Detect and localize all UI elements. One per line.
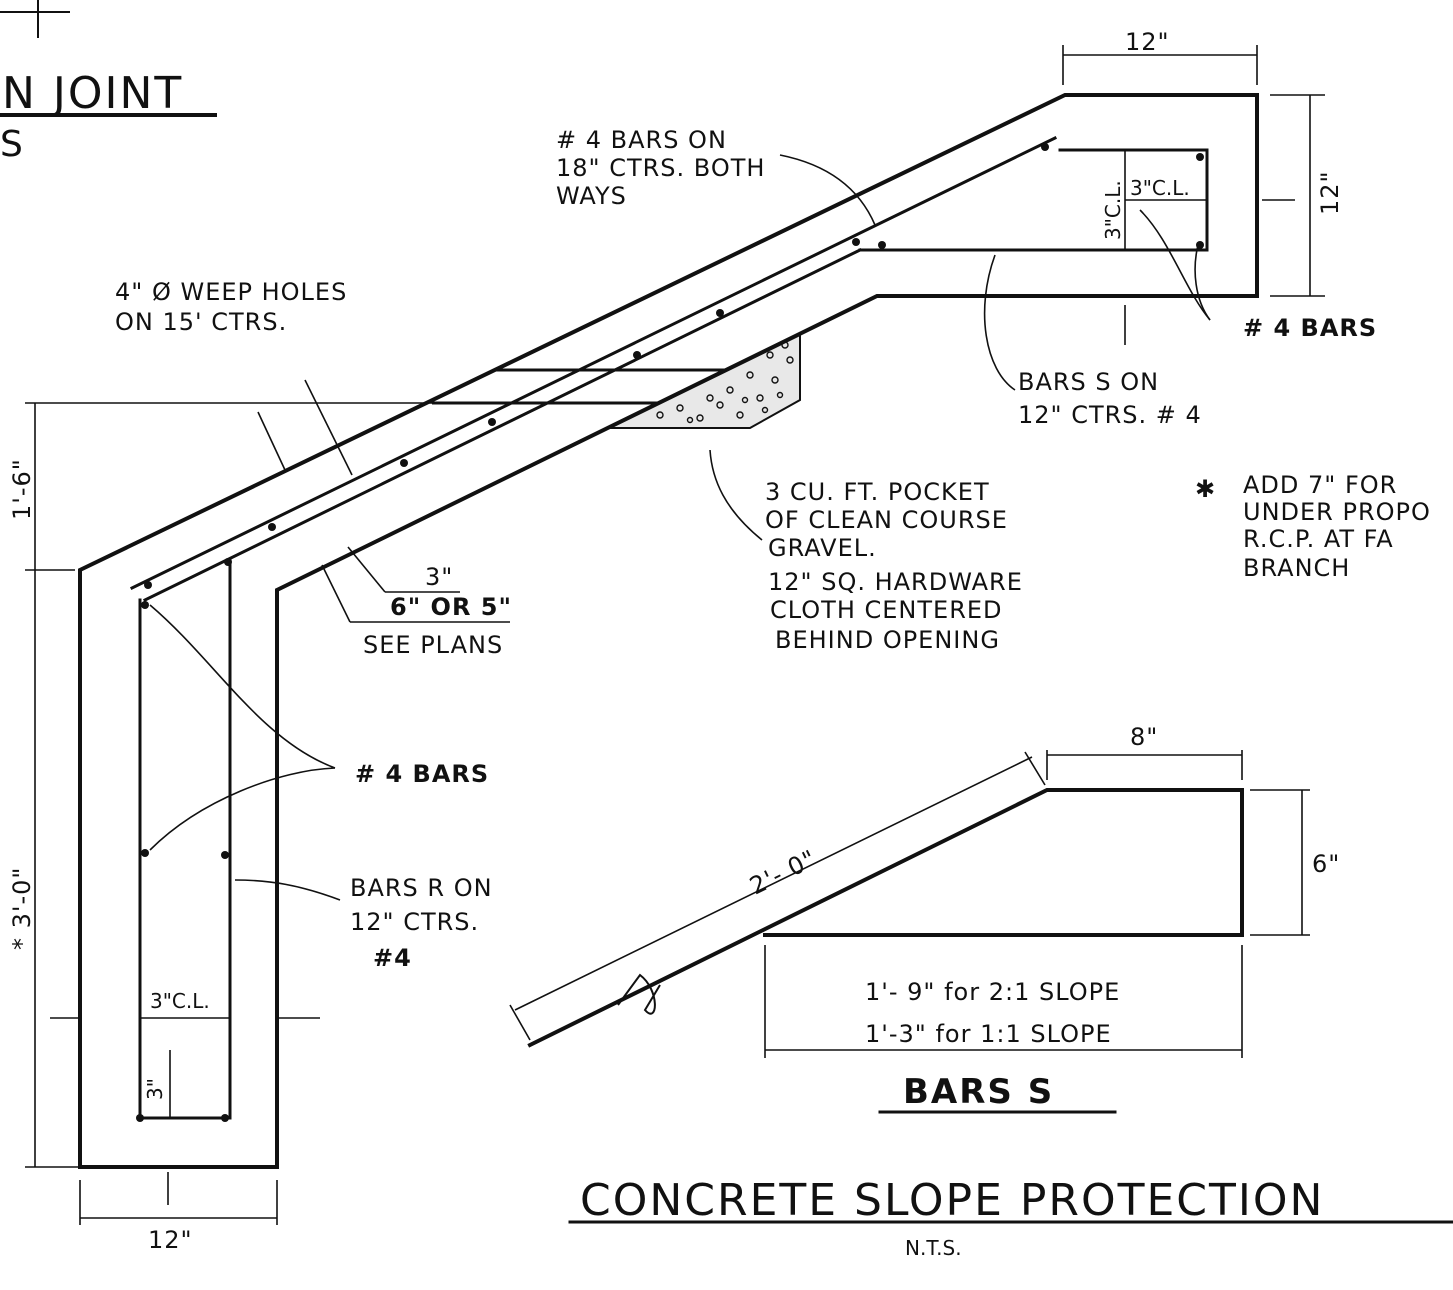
note-line: BEHIND OPENING bbox=[775, 626, 1000, 654]
note-line: #4 bbox=[373, 944, 412, 972]
rebar-dots bbox=[136, 143, 1204, 1122]
note-bars4-left: # 4 BARS bbox=[149, 604, 489, 851]
note-gravel-pocket: 3 CU. FT. POCKET OF CLEAN COURSE GRAVEL.… bbox=[709, 449, 1023, 654]
note-line: 4" Ø WEEP HOLES bbox=[115, 278, 347, 306]
dim-left-1-6: 1'-6" bbox=[8, 458, 36, 520]
dim-bottom-12: 12" bbox=[148, 1226, 193, 1254]
dim-left-3cl: 3"C.L. bbox=[150, 989, 210, 1013]
dim-bars-s-1-1-slope: 1'-3" for 1:1 SLOPE bbox=[865, 1020, 1112, 1048]
note-line: # 4 BARS bbox=[1243, 314, 1377, 342]
note-line: R.C.P. AT FA bbox=[1243, 525, 1394, 553]
break-line-symbol bbox=[617, 973, 661, 1015]
gravel-pocket bbox=[609, 333, 801, 429]
partial-title-joint: N JOINT bbox=[2, 68, 183, 119]
section-outer-edge bbox=[78, 93, 1259, 1169]
note-line: 12" SQ. HARDWARE bbox=[768, 568, 1023, 596]
slope-protection-section bbox=[78, 93, 1259, 1169]
dim-bars-s-6: 6" bbox=[1312, 850, 1340, 878]
note-line: BRANCH bbox=[1243, 554, 1350, 582]
dim-left-3: 3" bbox=[143, 1078, 167, 1100]
note-line: BARS S ON bbox=[1018, 368, 1159, 396]
dim-right-3cl: 3"C.L. bbox=[1130, 176, 1190, 200]
note-line: 6" OR 5" bbox=[390, 593, 512, 621]
note-line: BARS R ON bbox=[350, 874, 493, 902]
gravel-stones bbox=[656, 341, 794, 424]
note-line: ON 15' CTRS. bbox=[115, 308, 287, 336]
slope-rebar-inner bbox=[142, 247, 863, 603]
note-line: WAYS bbox=[556, 182, 627, 210]
note-line: OF CLEAN COURSE bbox=[765, 506, 1008, 534]
note-line: UNDER PROPO bbox=[1243, 498, 1431, 526]
note-see-plans: 3" 6" OR 5" SEE PLANS bbox=[321, 546, 512, 659]
main-title-scale: N.T.S. bbox=[905, 1236, 962, 1260]
dim-bars-s-2-1-slope: 1'- 9" for 2:1 SLOPE bbox=[865, 978, 1120, 1006]
bars-s-detail: 2'- 0" 8" 6" 1'- 9" for 2:1 SLOPE 1'-3" … bbox=[509, 723, 1340, 1114]
slope-rebar-outer bbox=[129, 135, 1058, 591]
main-title: CONCRETE SLOPE PROTECTION bbox=[580, 1175, 1324, 1226]
note-line: CLOTH CENTERED bbox=[770, 596, 1003, 624]
note-line: # 4 BARS bbox=[355, 760, 489, 788]
note-bars4-18ctrs: # 4 BARS ON 18" CTRS. BOTH WAYS bbox=[556, 126, 876, 226]
note-line: GRAVEL. bbox=[768, 534, 877, 562]
dim-left-3-0: * 3'-0" bbox=[8, 867, 36, 950]
note-line: ADD 7" FOR bbox=[1243, 471, 1397, 499]
dim-top-12: 12" bbox=[1125, 28, 1170, 56]
note-line: 3" bbox=[425, 563, 453, 591]
bars-s-title: BARS S bbox=[903, 1072, 1054, 1112]
note-bars4-right: # 4 BARS bbox=[1139, 209, 1377, 342]
section-inner-edge bbox=[275, 294, 1259, 1169]
note-bars-s-on: BARS S ON 12" CTRS. # 4 bbox=[983, 254, 1202, 429]
dim-right-12: 12" bbox=[1316, 170, 1344, 215]
dim-right-3cl-vertical: 3"C.L. bbox=[1101, 180, 1125, 240]
corner-registration-mark bbox=[0, 0, 70, 38]
note-line: 18" CTRS. BOTH bbox=[556, 154, 765, 182]
bars-s-shape bbox=[527, 788, 1244, 1048]
dim-bars-s-8: 8" bbox=[1130, 723, 1158, 751]
partial-title-s: S bbox=[0, 124, 25, 165]
note-line: SEE PLANS bbox=[363, 631, 503, 659]
main-dimensions: 12" 12" 3"C.L. 3"C.L. 1'-6" * 3'-0" 12" … bbox=[8, 28, 1344, 1254]
note-line: 12" CTRS. bbox=[350, 908, 479, 936]
note-line: 3 CU. FT. POCKET bbox=[765, 478, 990, 506]
note-line: # 4 BARS ON bbox=[556, 126, 727, 154]
note-line: 12" CTRS. # 4 bbox=[1018, 401, 1202, 429]
note-bars-r: BARS R ON 12" CTRS. #4 bbox=[234, 874, 493, 972]
note-add-7: ✱ ADD 7" FOR UNDER PROPO R.C.P. AT FA BR… bbox=[1195, 471, 1431, 582]
dim-bars-s-2-0: 2'- 0" bbox=[745, 844, 821, 900]
toe-rebar-loop bbox=[138, 558, 232, 1120]
note-weep-holes: 4" Ø WEEP HOLES ON 15' CTRS. bbox=[115, 278, 347, 336]
asterisk-mark: ✱ bbox=[1195, 475, 1216, 503]
